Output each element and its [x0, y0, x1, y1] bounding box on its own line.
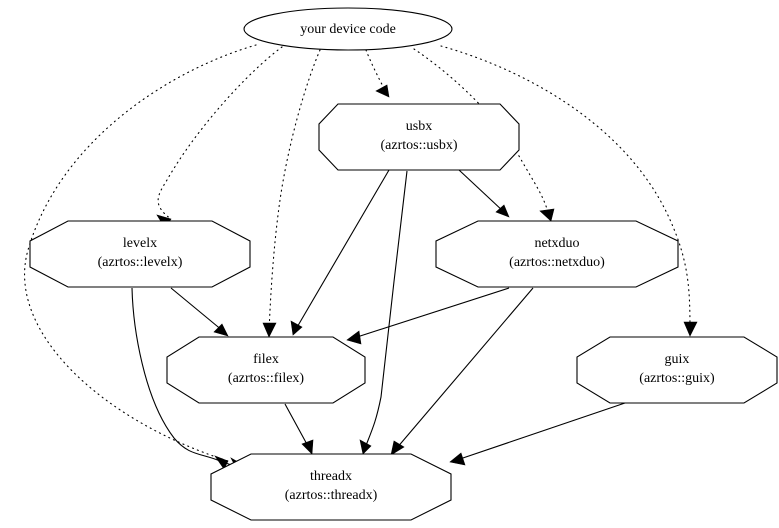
- edge-filex-to-threadx: [284, 403, 314, 455]
- edge-path: [170, 287, 224, 332]
- node-shape-octagon: [435, 220, 679, 288]
- edge-path: [131, 287, 221, 462]
- node-label-usbx-name: usbx: [406, 119, 432, 134]
- edge-path: [395, 287, 534, 450]
- node-label-device-code: your device code: [300, 22, 396, 37]
- node-label-netxduo-name: netxduo: [534, 236, 579, 251]
- node-shape-octagon: [576, 336, 778, 404]
- edge-path: [24, 44, 257, 462]
- arrowhead: [539, 208, 555, 222]
- node-shape-octagon: [318, 103, 520, 171]
- edge-path: [268, 49, 321, 335]
- node-filex[interactable]: filex (azrtos::filex): [166, 336, 366, 404]
- edge-usbx-to-threadx: [359, 170, 408, 455]
- edge-device-to-usbx: [365, 49, 390, 98]
- node-shape-ellipse: [243, 7, 453, 51]
- edge-usbx-to-netxduo: [458, 169, 510, 218]
- edge-path: [157, 46, 283, 220]
- edge-device-to-guix: [440, 45, 698, 337]
- arrowhead: [214, 455, 229, 470]
- edge-device-to-threadx: [24, 44, 257, 470]
- edge-path: [458, 169, 505, 213]
- node-label-threadx-name: threadx: [310, 469, 352, 484]
- arrowhead: [449, 452, 466, 466]
- arrowhead: [290, 320, 303, 336]
- edge-levelx-to-filex: [170, 287, 229, 337]
- node-label-netxduo-namespace: (azrtos::netxduo): [509, 255, 605, 270]
- arrowhead: [375, 84, 390, 98]
- node-label-levelx-name: levelx: [123, 236, 157, 251]
- arrowhead: [262, 322, 277, 338]
- edge-usbx-to-filex: [290, 169, 390, 336]
- edge-path: [353, 287, 510, 339]
- edge-path: [284, 403, 310, 449]
- edge-path: [295, 169, 390, 330]
- node-label-guix-namespace: (azrtos::guix): [639, 371, 715, 386]
- node-netxduo[interactable]: netxduo (azrtos::netxduo): [435, 220, 679, 288]
- arrowhead: [301, 439, 314, 455]
- edge-path: [440, 45, 691, 333]
- arrowhead: [346, 330, 362, 345]
- node-guix[interactable]: guix (azrtos::guix): [576, 336, 778, 404]
- node-device-code[interactable]: your device code: [243, 7, 453, 51]
- node-label-filex-namespace: (azrtos::filex): [228, 371, 305, 386]
- node-label-filex-name: filex: [253, 352, 279, 367]
- node-threadx[interactable]: threadx (azrtos::threadx): [210, 453, 452, 521]
- edge-device-to-filex: [262, 49, 321, 338]
- edge-guix-to-threadx: [449, 402, 626, 466]
- edge-device-to-netxduo: [413, 48, 555, 222]
- node-shape-octagon: [29, 220, 251, 288]
- node-shape-octagon: [166, 336, 366, 404]
- arrowhead: [213, 323, 229, 337]
- edge-path: [456, 402, 626, 461]
- arrowhead: [390, 440, 405, 456]
- edge-netxduo-to-filex: [346, 287, 510, 345]
- node-shape-octagon: [210, 453, 452, 521]
- node-label-threadx-namespace: (azrtos::threadx): [285, 488, 378, 503]
- node-levelx[interactable]: levelx (azrtos::levelx): [29, 220, 251, 288]
- node-label-usbx-namespace: (azrtos::usbx): [381, 138, 458, 153]
- node-usbx[interactable]: usbx (azrtos::usbx): [318, 103, 520, 171]
- arrowhead: [359, 439, 372, 455]
- arrowhead: [683, 321, 698, 337]
- node-layer: your device code usbx (azrtos::usbx) lev…: [29, 7, 778, 521]
- node-label-guix-name: guix: [665, 352, 690, 367]
- edge-path: [365, 49, 387, 93]
- edge-path: [364, 170, 408, 449]
- node-label-levelx-namespace: (azrtos::levelx): [98, 255, 183, 270]
- edge-layer: [24, 44, 698, 472]
- edge-device-to-levelx: [156, 46, 283, 229]
- edge-path: [413, 48, 550, 217]
- edge-netxduo-to-threadx: [390, 287, 534, 456]
- arrowhead: [495, 204, 510, 218]
